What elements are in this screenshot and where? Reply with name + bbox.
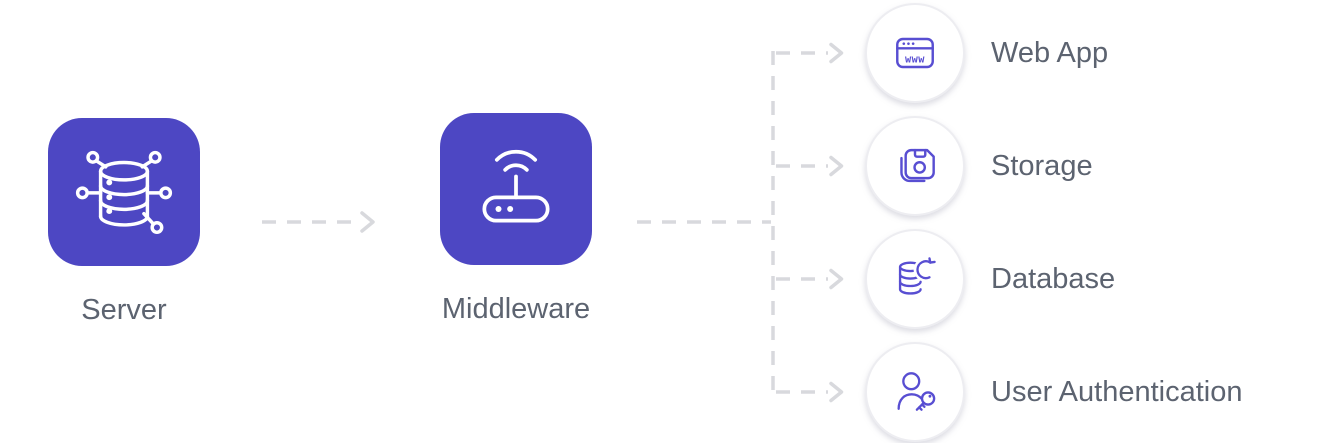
storage-label: Storage — [991, 149, 1093, 182]
server-database-icon — [75, 150, 173, 235]
middleware-node: Middleware — [440, 113, 592, 326]
web-app-label: Web App — [991, 36, 1109, 69]
arrowhead-storage — [829, 155, 844, 177]
target-web-app: www Web App — [865, 3, 1108, 103]
browser-www-icon: www — [896, 37, 934, 69]
middleware-card — [440, 113, 592, 265]
target-user-authentication: User Authentication — [865, 342, 1242, 442]
database-label: Database — [991, 262, 1116, 295]
user-authentication-label: User Authentication — [991, 375, 1243, 408]
target-storage: Storage — [865, 116, 1093, 216]
arrowhead-database — [829, 268, 844, 290]
database-circle — [865, 229, 965, 329]
svg-text:www: www — [905, 53, 925, 65]
web-app-circle: www — [865, 3, 965, 103]
arrowhead-web-app — [829, 42, 844, 64]
database-sync-icon — [898, 257, 937, 295]
user-key-icon — [897, 372, 936, 411]
server-card — [48, 118, 200, 266]
floppy-disk-icon — [900, 148, 935, 183]
arrowhead-middleware — [360, 211, 375, 233]
server-node: Server — [48, 118, 200, 327]
router-icon — [482, 149, 550, 223]
storage-circle — [865, 116, 965, 216]
middleware-label: Middleware — [441, 293, 591, 325]
target-database: Database — [865, 229, 1115, 329]
user-authentication-circle — [865, 342, 965, 442]
server-label: Server — [81, 294, 167, 326]
arrowhead-user-auth — [829, 381, 844, 403]
